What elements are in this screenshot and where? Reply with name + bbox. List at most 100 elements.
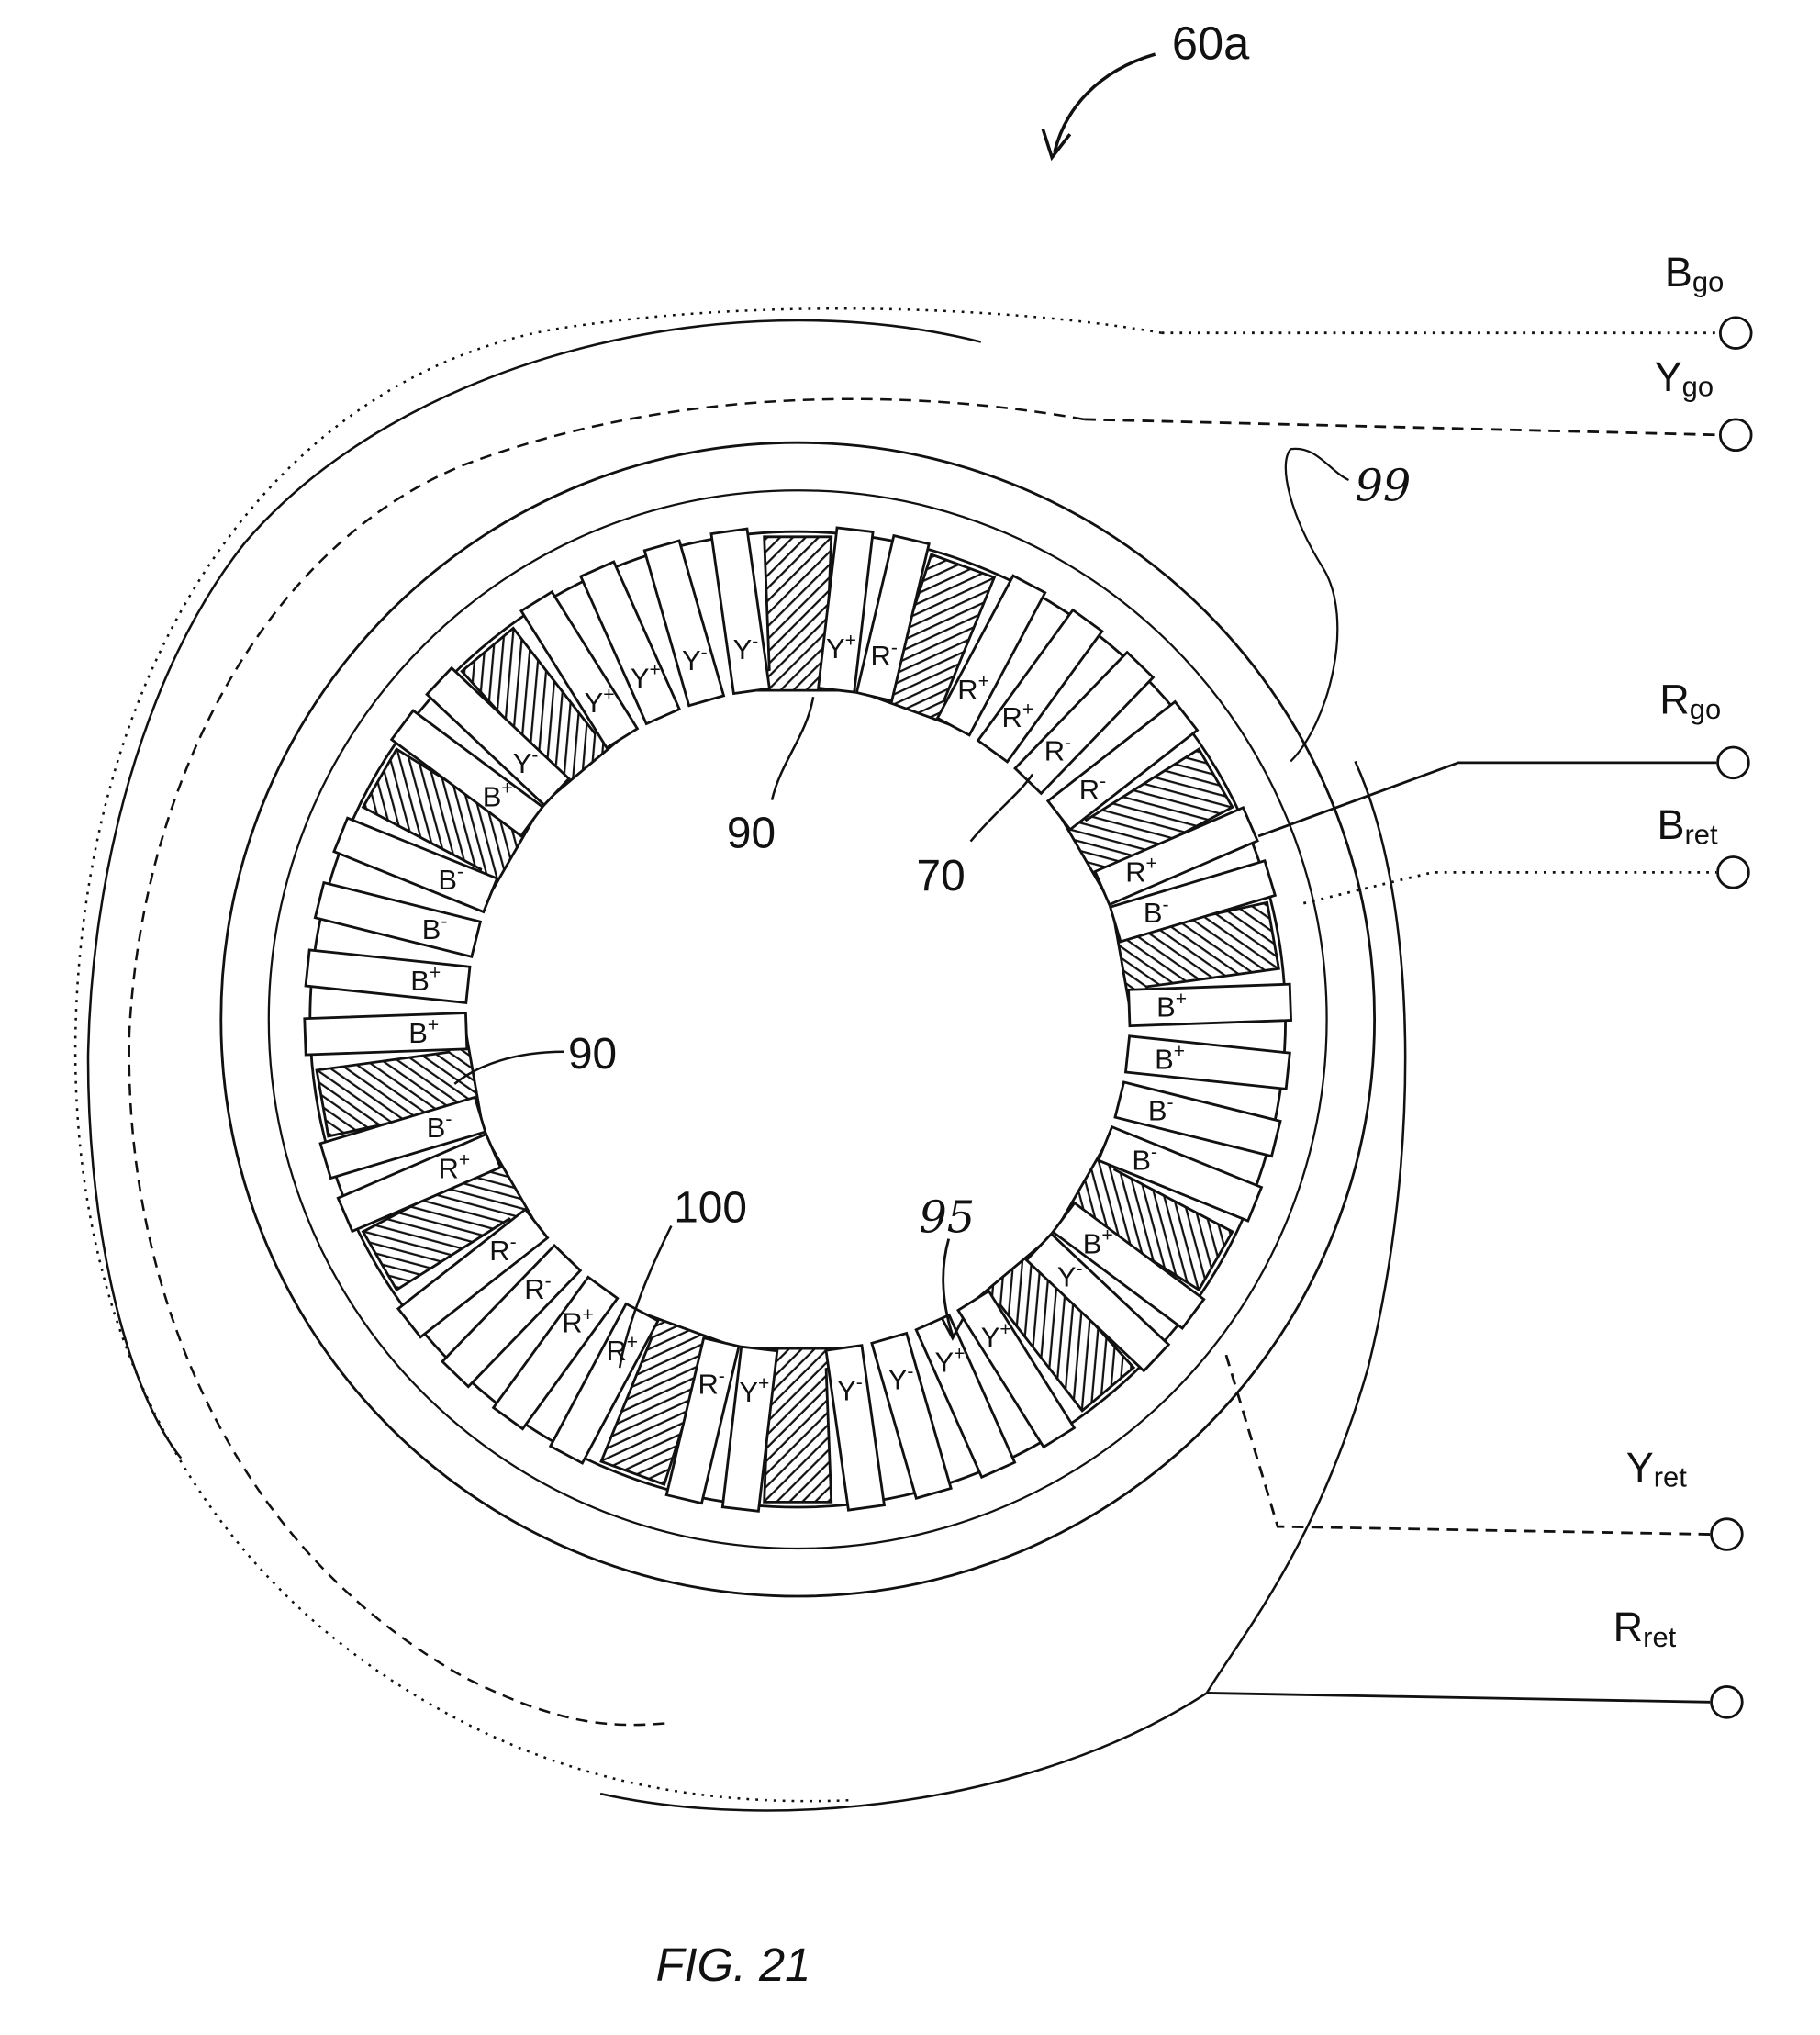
coil-side-label: R- [698,1366,724,1401]
solid-outer-arc [86,319,982,1459]
coil-side-label: Y+ [739,1373,769,1408]
terminal-r-go[interactable] [1716,745,1750,780]
leader-95 [941,1238,965,1341]
dashed-outer-arc [128,397,1085,1727]
solid-bottom-loop [599,1692,1208,1812]
coil-side-label: Y- [837,1372,863,1407]
coil-side: R- [396,1207,550,1339]
coil-side-label: R- [524,1270,551,1305]
coil-side-label: Y+ [826,630,856,665]
coil-side-rect [313,880,483,959]
lead-y-go [1084,418,1717,437]
ref-label-95: 95 [919,1193,975,1244]
coil-side-label: R- [1044,732,1071,767]
coil-side: R- [664,1336,741,1505]
coil-side-rect [1045,699,1200,832]
coil-side-label: B+ [1083,1225,1113,1260]
ref-label-60a: 60a [1172,17,1250,70]
terminal-label-y-ret: Yret [1626,1444,1687,1493]
coil-side: B+ [304,948,472,1004]
coil-side-label: R- [1079,771,1106,806]
terminal-b-go[interactable] [1718,316,1753,350]
figure-caption: FIG. 21 [656,1939,811,1991]
coil-side-label: R- [489,1232,516,1267]
terminal-label-r-ret: Rret [1613,1604,1677,1653]
coil-side-rect [817,526,875,694]
coil-side: Y+ [720,1345,779,1513]
lead-r-ret [1206,1692,1711,1704]
ref-label-99: 99 [1356,461,1412,511]
terminal-label-r-go: Rgo [1659,676,1721,725]
coil-side-rect [1093,805,1259,907]
coil-side: Y+ [914,1313,1017,1480]
leader-90-top [770,696,815,800]
coil-side: Y- [709,527,771,696]
terminal-leads [1084,331,1717,1704]
terminal-label-b-ret: Bret [1657,801,1717,851]
coil-side-rect [935,574,1047,737]
coil-side-rect [396,1207,550,1339]
coil-side: R- [854,533,931,703]
coil-side-rect [318,1095,487,1180]
coil-side: R+ [1093,805,1259,907]
terminal-y-ret[interactable] [1710,1517,1744,1551]
dotted-outer-arc [73,307,1162,1803]
coil-side: B- [318,1095,487,1180]
coil-side-rect [824,1344,887,1512]
terminals [1710,316,1753,1719]
coil-side-rect [664,1336,741,1505]
coil-side: B- [1113,1080,1282,1158]
coil-side: Y+ [578,560,682,726]
ref-arrow-60a [1053,52,1156,153]
coil-side-rect [491,1275,620,1431]
coil-side-rect [440,1243,583,1389]
coil-side-rect [1113,1080,1282,1158]
coil-side: B- [1108,858,1278,944]
coil-side-label: R+ [1002,699,1034,733]
coil-side-label: Y- [513,744,539,779]
coil-side: Y- [642,539,726,708]
coil-side: R+ [548,1302,660,1465]
coil-side-rect [1096,1124,1264,1223]
coil-side-rect [1108,858,1278,944]
lead-y-ret [1224,1354,1711,1536]
coil-side-label: B- [1144,894,1169,929]
coil-side-rect [1123,1034,1291,1090]
coil-side: R+ [935,574,1047,737]
coil-side: B+ [1051,1201,1206,1331]
coil-side-label: B- [1148,1092,1174,1127]
coil-side: Y- [425,665,571,807]
coil-side-label: Y- [1057,1258,1083,1293]
coil-side-rect [976,608,1104,764]
terminal-r-ret[interactable] [1710,1685,1744,1719]
coil-side-label: Y+ [935,1344,966,1379]
lead-b-ret [1302,870,1717,905]
coil-side-rect [332,816,499,914]
ref-label-90-left: 90 [568,1030,617,1079]
coil-side-rect [854,533,931,703]
coil-side: Y- [824,1344,887,1512]
terminal-b-ret[interactable] [1716,855,1750,889]
coil-side: B- [332,816,499,914]
terminal-y-go[interactable] [1718,418,1753,453]
arrowhead-60a [1041,129,1072,162]
coil-side-rect [578,560,682,726]
terminal-labels: Bgo Ygo Rgo Bret Yret Rret [1613,249,1725,1653]
coil-side: B+ [1123,1034,1291,1090]
coil-side: Y- [1024,1232,1171,1373]
coil-side-rect [914,1313,1017,1480]
terminal-label-b-go: Bgo [1665,249,1724,298]
coil-ring-circle [267,489,1328,1550]
coil-side-label: B+ [1156,989,1187,1023]
coil-side-rect [1127,982,1293,1028]
winding-connections [73,307,1407,1812]
leader-99 [1284,447,1349,763]
coil-side-rect [709,527,771,696]
coil-side-label: B- [427,1109,452,1144]
coil-side: Y+ [956,1289,1077,1449]
coil-side-label: B- [1132,1142,1157,1177]
coil-side-rect [720,1345,779,1513]
coil-side-label: B+ [410,963,441,998]
coil-side-label: B+ [483,778,513,813]
coil-side-rect [389,709,545,838]
